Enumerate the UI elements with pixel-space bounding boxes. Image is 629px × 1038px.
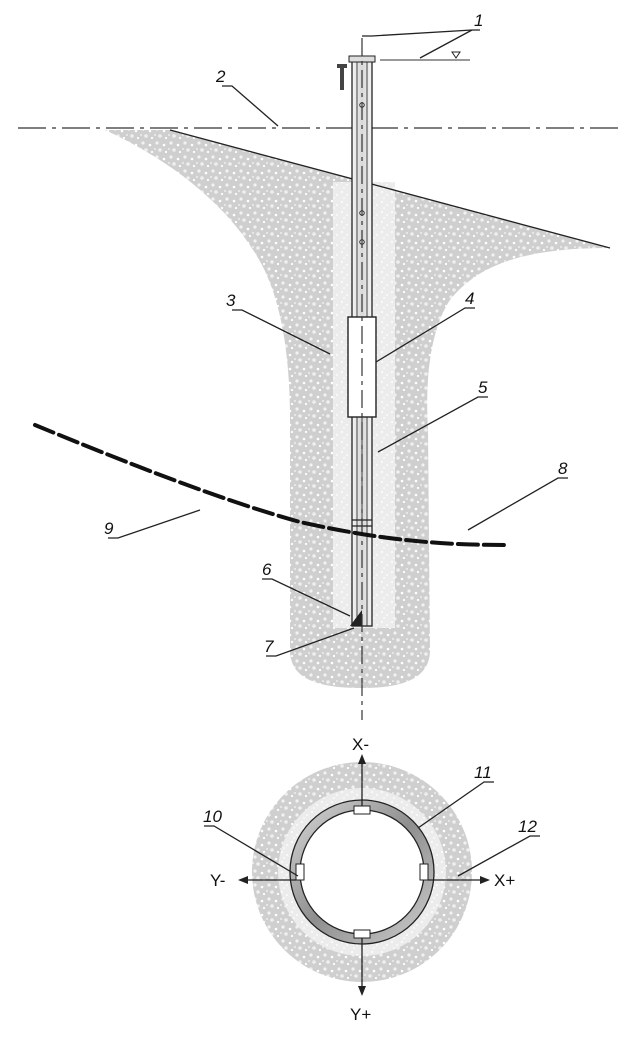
callout-6: 6 (262, 560, 272, 579)
guide-groove-right (419, 863, 429, 881)
callout-3: 3 (226, 291, 236, 310)
guide-groove-left (295, 863, 305, 881)
slip-surface-line (33, 423, 507, 547)
leader-lines (108, 29, 568, 657)
cable-hook (340, 66, 344, 90)
callout-10: 10 (203, 807, 222, 826)
guide-groove-bottom (353, 929, 371, 939)
callout-12: 12 (518, 817, 537, 836)
guide-groove-top (353, 805, 371, 815)
callout-4: 4 (465, 289, 474, 308)
callout-5: 5 (478, 378, 488, 397)
callout-7: 7 (264, 637, 274, 656)
callout-8: 8 (558, 459, 568, 478)
callout-9: 9 (104, 519, 114, 538)
axis-label-x-minus: X- (352, 735, 369, 754)
slope-surface-line (169, 129, 611, 249)
cross-section (204, 754, 540, 996)
water-level-icon (451, 51, 461, 59)
axis-label-y-minus: Y- (210, 871, 225, 890)
cable-hook-top (337, 64, 347, 68)
axis-label-y-plus: Y+ (350, 1005, 371, 1024)
callout-11: 11 (474, 763, 492, 782)
callout-2: 2 (215, 67, 226, 86)
bottom-plug (350, 610, 362, 626)
axis-label-x-plus: X+ (494, 871, 515, 890)
cross-section-bore (299, 809, 425, 935)
callout-1: 1 (474, 11, 483, 30)
